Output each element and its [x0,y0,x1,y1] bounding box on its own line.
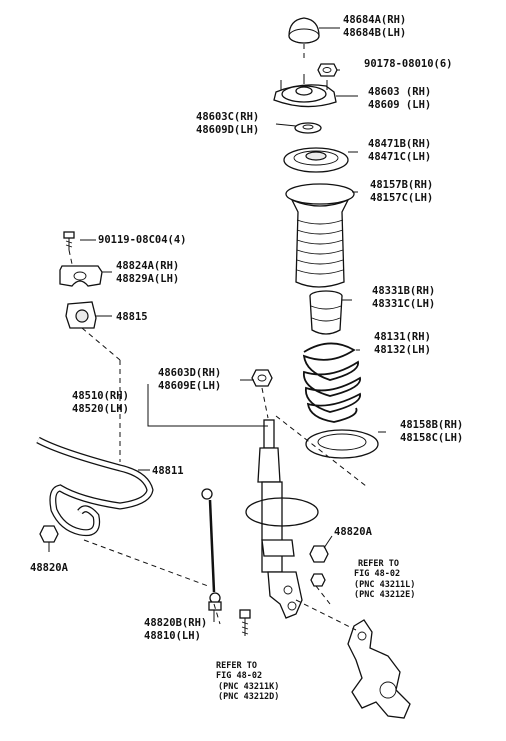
label-48820a-right: 48820A [334,526,373,538]
coil-spring-drawing [302,342,361,423]
refer-upper-line1: REFER TO [358,559,399,569]
refer-lower-line3: (PNC 43211K) [218,682,279,692]
bolt-90119-drawing [63,231,75,250]
upper-spring-seat-drawing [283,147,349,173]
label-48829a: 48829A(LH) [116,273,179,285]
nut-48603d-drawing [251,369,273,387]
refer-upper-line2: FIG 48-02 [354,569,400,579]
label-48471c: 48471C(LH) [368,151,431,163]
stabilizer-link-drawing [201,488,222,611]
label-48158c: 48158C(LH) [400,432,463,444]
label-48132: 48132(LH) [374,344,431,356]
label-48157b: 48157B(RH) [370,179,433,191]
label-48131: 48131(RH) [374,331,431,343]
label-48603d: 48603D(RH) [158,367,221,379]
label-48331c: 48331C(LH) [372,298,435,310]
nut-90178-drawing [317,63,338,77]
label-48810: 48810(LH) [144,630,201,642]
bump-stopper-drawing [309,290,343,335]
label-48824a: 48824A(RH) [116,260,179,272]
bushing-48815-drawing [65,301,97,329]
refer-lower-line2: FIG 48-02 [216,671,262,681]
label-48520: 48520(LH) [72,403,129,415]
label-48609: 48609 (LH) [368,99,431,111]
label-48158b: 48158B(RH) [400,419,463,431]
label-48157c: 48157C(LH) [370,192,433,204]
refer-upper-line4: (PNC 43212E) [354,590,415,600]
label-48609e: 48609E(LH) [158,380,221,392]
label-48815: 48815 [116,311,148,323]
label-48331b: 48331B(RH) [372,285,435,297]
leader-lines [48,27,386,622]
label-90178: 90178-08010(6) [364,58,453,70]
label-48609d: 48609D(LH) [196,124,259,136]
shock-absorber-drawing [245,419,319,619]
label-48820b: 48820B(RH) [144,617,207,629]
label-48603c: 48603C(RH) [196,111,259,123]
bracket-48824-drawing [59,265,103,287]
refer-lower-line1: REFER TO [216,661,257,671]
lower-insulator-drawing [305,429,379,459]
label-48684b: 48684B(LH) [343,27,406,39]
label-90119: 90119-08C04(4) [98,234,187,246]
label-48811: 48811 [152,465,184,477]
nut-48820a-right-drawing [309,545,329,587]
dust-boot-drawing [285,183,355,288]
nut-48820a-left-drawing [39,525,59,543]
stabilizer-bar-drawing [36,436,154,537]
refer-lower-line4: (PNC 43212D) [218,692,279,702]
washer-48603c-drawing [294,122,322,134]
steering-knuckle-drawing [347,619,411,719]
label-48603: 48603 (RH) [368,86,431,98]
dashed-alignment-lines [68,44,367,631]
strut-cap-drawing [288,17,320,44]
strut-mount-drawing [273,74,337,108]
lower-bolt-drawing [239,609,251,636]
label-48820a-left: 48820A [30,562,69,574]
label-48684a: 48684A(RH) [343,14,406,26]
label-48471b: 48471B(RH) [368,138,431,150]
label-48510: 48510(RH) [72,390,129,402]
refer-upper-line3: (PNC 43211L) [354,580,415,590]
